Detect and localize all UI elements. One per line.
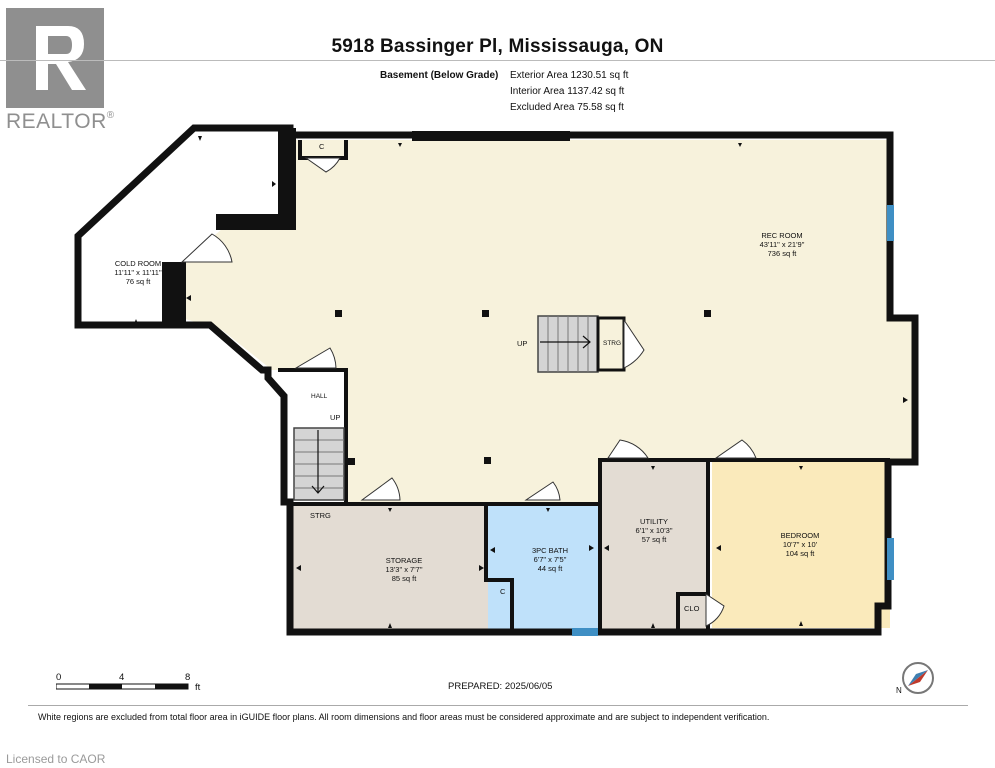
bath-closet-label: C (500, 587, 506, 596)
prepared-date: PREPARED: 2025/06/05 (448, 681, 553, 692)
license-text: Licensed to CAOR (6, 752, 106, 766)
north-compass-icon (898, 660, 938, 696)
hall-up-label: UP (330, 413, 341, 422)
disclaimer-text: White regions are excluded from total fl… (38, 712, 770, 722)
page-title: 5918 Bassinger Pl, Mississauga, ON (331, 36, 664, 57)
window-bedroom-east (887, 538, 894, 580)
stair-storage-label: STRG (603, 340, 622, 347)
storage-closet-label: STRG (310, 511, 331, 520)
bath-floor (488, 504, 598, 632)
footer-divider (28, 705, 968, 706)
header-divider (0, 60, 995, 61)
realtor-wordmark: REALTOR® (6, 110, 115, 133)
excluded-area: Excluded Area 75.58 sq ft (510, 102, 624, 113)
utility-floor (602, 462, 708, 632)
south-wall (170, 321, 710, 636)
window-bath-south (572, 628, 598, 636)
interior-area: Interior Area 1137.42 sq ft (510, 86, 625, 97)
bedroom-floor (712, 462, 890, 628)
scale-tick-0: 0 (56, 672, 62, 683)
closet-label: C (319, 142, 325, 151)
compass-north-label: N (896, 686, 902, 695)
main-up-label: UP (517, 339, 528, 348)
cold-room-floor (80, 130, 282, 325)
main-stairs (537, 315, 626, 373)
scale-tick-8: 8 (185, 672, 191, 683)
scale-bar (56, 683, 189, 690)
exterior-area: Exterior Area 1230.51 sq ft (510, 70, 629, 81)
floor-label: Basement (Below Grade) (380, 70, 499, 81)
clo-label: CLO (684, 604, 700, 613)
realtor-logo-icon (6, 8, 104, 108)
hall-stairs (293, 427, 345, 501)
hall-label: HALL (311, 393, 328, 400)
storage-floor (292, 504, 488, 632)
scale-unit: ft (195, 682, 201, 693)
window-rec-east (887, 205, 894, 241)
scale-tick-4: 4 (119, 672, 125, 683)
